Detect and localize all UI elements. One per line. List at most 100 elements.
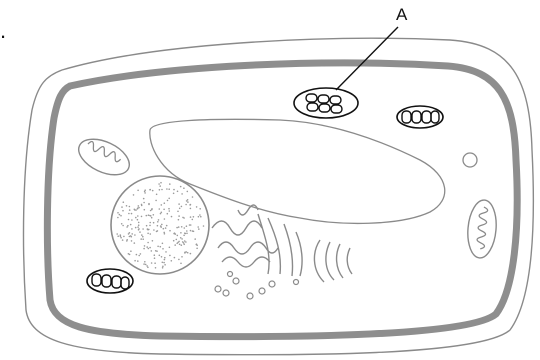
chromatin-dot: [164, 233, 166, 235]
chromatin-dot: [144, 191, 146, 193]
chromatin-dot: [151, 208, 153, 210]
chromatin-dot: [138, 255, 140, 257]
chromatin-dot: [152, 190, 154, 192]
chromatin-dot: [149, 247, 151, 249]
chromatin-dot: [127, 225, 129, 227]
chromatin-dot: [119, 214, 121, 216]
chromatin-dot: [148, 248, 150, 250]
chromatin-dot: [149, 222, 151, 224]
label-leader-line: [336, 27, 398, 90]
chromatin-dot: [168, 188, 170, 190]
chromatin-dot: [161, 204, 163, 206]
chromatin-dot: [173, 240, 175, 242]
chromatin-dot: [137, 219, 139, 221]
chromatin-dot: [176, 239, 178, 241]
chromatin-dot: [120, 237, 122, 239]
chromatin-dot: [116, 233, 118, 235]
chromatin-dot: [181, 226, 183, 228]
chromatin-dot: [181, 206, 183, 208]
chromatin-dot: [142, 236, 144, 238]
chromatin-dot: [144, 192, 146, 194]
chromatin-dot: [149, 189, 151, 191]
chromatin-dot: [134, 242, 136, 244]
chromatin-dot: [146, 265, 148, 267]
chromatin-dot: [153, 229, 155, 231]
chromatin-dot: [185, 241, 187, 243]
chromatin-dot: [158, 219, 160, 221]
chromatin-dot: [157, 225, 159, 227]
chromatin-dot: [165, 251, 167, 253]
chromatin-dot: [186, 233, 188, 235]
chromatin-dot: [165, 227, 167, 229]
chromatin-dot: [186, 200, 188, 202]
chromatin-dot: [131, 219, 133, 221]
chromatin-dot: [151, 217, 153, 219]
chromatin-dot: [143, 263, 145, 265]
chromatin-dot: [138, 222, 140, 224]
chromatin-dot: [163, 209, 165, 211]
chromatin-dot: [153, 214, 155, 216]
chromatin-dot: [167, 213, 169, 215]
chromatin-dot: [185, 204, 187, 206]
chromatin-dot: [182, 217, 184, 219]
chromatin-dot: [159, 185, 161, 187]
chromatin-dot: [194, 238, 196, 240]
chromatin-dot: [197, 226, 199, 228]
chromatin-dot: [171, 260, 173, 262]
chromatin-dot: [181, 256, 183, 258]
chromatin-dot: [120, 234, 122, 236]
chromatin-dot: [168, 208, 170, 210]
chromatin-dot: [193, 216, 195, 218]
chromatin-dot: [131, 228, 133, 230]
chromatin-dot: [117, 217, 119, 219]
chromatin-dot: [156, 194, 158, 196]
chromatin-dot: [181, 193, 183, 195]
chromatin-dot: [137, 260, 139, 262]
chromatin-dot: [122, 225, 124, 227]
chromatin-dot: [173, 193, 175, 195]
chromatin-dot: [134, 209, 136, 211]
chromatin-dot: [190, 230, 192, 232]
chromatin-dot: [142, 228, 144, 230]
chromatin-dot: [196, 206, 198, 208]
chromatin-dot: [159, 189, 161, 191]
chromatin-dot: [160, 182, 162, 184]
chromatin-dot: [138, 229, 140, 231]
chromatin-dot: [166, 188, 168, 190]
chromatin-dot: [117, 212, 119, 214]
chromatin-dot: [164, 259, 166, 261]
golgi-apparatus: [314, 240, 352, 282]
chromatin-dot: [198, 228, 200, 230]
chromatin-dot: [155, 200, 157, 202]
chromatin-dot: [147, 233, 149, 235]
chromatin-dot: [143, 202, 145, 204]
chromatin-dot: [187, 252, 189, 254]
chromatin-dot: [178, 215, 180, 217]
chromatin-dot: [150, 210, 152, 212]
chromatin-dot: [142, 238, 144, 240]
chromatin-dot: [184, 252, 186, 254]
chromatin-dot: [129, 209, 131, 211]
chromatin-dot: [162, 248, 164, 250]
chromatin-dot: [141, 216, 143, 218]
chromatin-dot: [135, 227, 137, 229]
mitochondrion: [466, 199, 499, 259]
chromatin-dot: [162, 267, 164, 269]
chromatin-dot: [174, 244, 176, 246]
chromatin-dot: [196, 243, 198, 245]
chromatin-dot: [148, 214, 150, 216]
chromatin-dot: [156, 231, 158, 233]
chromatin-dot: [138, 224, 140, 226]
cell-wall: [24, 38, 534, 354]
chromatin-dot: [176, 243, 178, 245]
chromatin-dot: [198, 216, 200, 218]
chromatin-dot: [146, 246, 148, 248]
chromatin-dot: [139, 231, 141, 233]
chromatin-dot: [159, 208, 161, 210]
chromatin-dot: [140, 253, 142, 255]
chromatin-dot: [190, 208, 192, 210]
chromatin-dot: [136, 254, 138, 256]
chromatin-dot: [149, 215, 151, 217]
